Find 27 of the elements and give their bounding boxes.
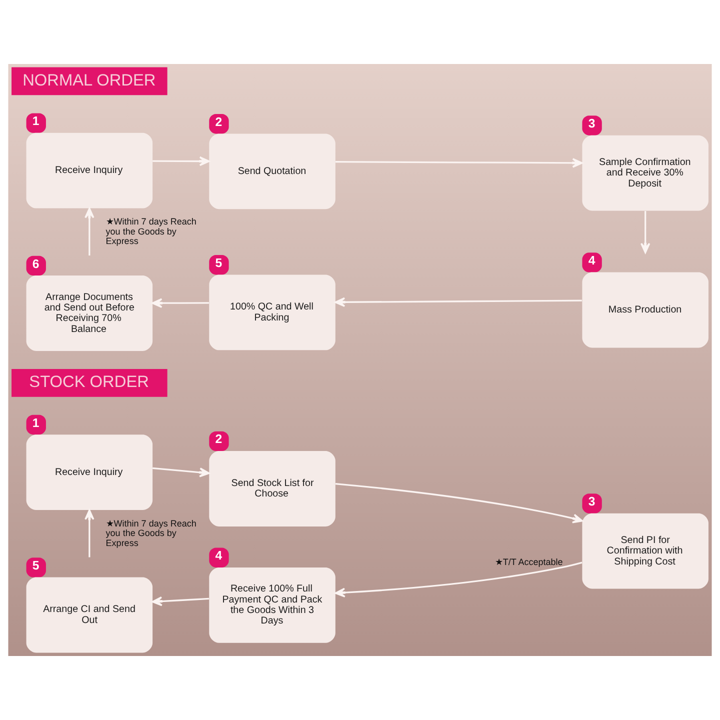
arrow (84, 208, 94, 256)
node-label: 5 (32, 558, 40, 572)
arrow (152, 467, 210, 478)
arrow (640, 211, 650, 254)
node-label: 5 (215, 256, 222, 270)
node-label: 3 (588, 494, 596, 509)
node-label: 1 (32, 416, 40, 430)
arrow (334, 562, 582, 598)
arrow (152, 298, 209, 308)
arrow (335, 482, 584, 524)
arrow (334, 297, 582, 307)
node-label: 6 (32, 256, 40, 271)
arrow (84, 509, 94, 558)
edge-label: ★T/T Acceptable (494, 556, 563, 567)
node-label: 2 (215, 432, 222, 446)
arrow (335, 158, 583, 168)
node-label: 4 (588, 253, 596, 268)
node-label: 1 (32, 114, 40, 128)
node-box: NORMAL ORDER (12, 67, 168, 96)
node-label: 2 (215, 114, 222, 129)
arrow (152, 156, 210, 166)
node-box: STOCK ORDER (12, 369, 168, 397)
edge-label: ★Within 7 days Reach you the Goods by Express (106, 518, 196, 548)
node-label: 3 (588, 116, 596, 131)
arrow (152, 596, 209, 606)
node-label: 4 (215, 548, 222, 563)
edge-label: ★Within 7 days Reach you the Goods by Express (106, 216, 196, 246)
